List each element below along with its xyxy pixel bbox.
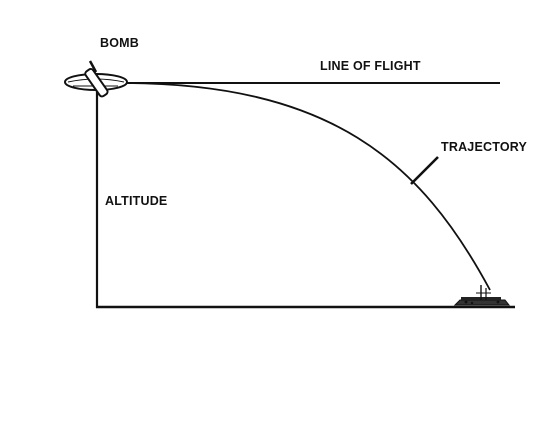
bomb-icon [84, 68, 109, 98]
trajectory-label: TRAJECTORY [441, 140, 528, 154]
trajectory-curve [119, 82, 491, 291]
line-of-flight-label: LINE OF FLIGHT [320, 59, 421, 73]
bomb-pointer-line [88, 60, 98, 73]
trajectory-pointer-line [410, 156, 439, 185]
bomb-label: BOMB [100, 36, 139, 50]
altitude-label: ALTITUDE [105, 194, 167, 208]
ship-target-icon [453, 285, 511, 306]
